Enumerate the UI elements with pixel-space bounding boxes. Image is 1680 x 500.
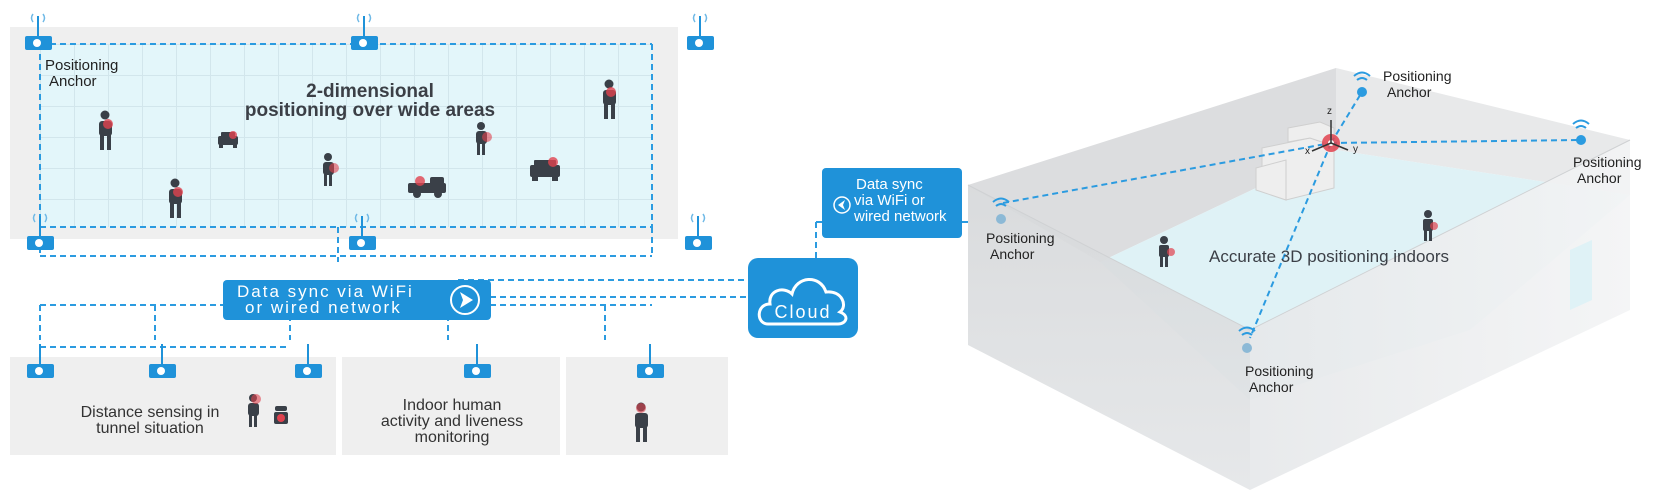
person-icon [323,153,339,186]
arrow-right-circle-icon [450,285,480,315]
anchor-label: Positioning Anchor [45,58,118,90]
anchor-icon [637,344,664,378]
room-title: Accurate 3D positioning indoors [1209,247,1450,266]
sync-line: or wired network [245,298,402,317]
person-icon [635,402,648,442]
anchor-label-line: Positioning [45,57,119,74]
cloud-icon [757,278,848,326]
anchor-label-line: Positioning [986,230,1055,246]
sync-line: via WiFi or [854,192,925,209]
anchor-label-line: Anchor [1577,170,1622,186]
wifi-anchor-icon [992,197,1010,224]
wide-area-title: 2-dimensional positioning over wide area… [220,82,520,120]
caption-line: monitoring [414,429,490,446]
caption-line: Distance sensing in [80,404,220,421]
caption-line: tunnel situation [96,420,204,437]
arrow-left-circle-icon [833,196,851,214]
truck-icon [408,176,446,198]
anchor-label: Positioning Anchor [986,230,1055,262]
anchor-icon [27,213,54,250]
indoor-activity-panel [342,357,560,455]
sync-line: wired network [854,208,947,225]
anchor-label-line: Anchor [49,73,97,90]
person-icon [603,79,616,119]
anchor-label: Positioning Anchor [1245,363,1314,395]
front-wall-left [968,185,1250,490]
front-wall-right [1250,140,1630,490]
anchor-label-line: Positioning [1245,363,1314,379]
person-icon [169,178,183,218]
back-wall-right [1336,68,1630,195]
person-icon [1159,236,1169,267]
anchor-label: Positioning Anchor [1383,68,1452,100]
axis-label-y: y [1353,144,1358,155]
data-sync-button[interactable]: Data sync via WiFi or wired network [223,280,491,320]
person-icon [99,110,113,150]
data-sync-box-right[interactable]: Data sync via WiFi or wired network [822,168,962,238]
person-icon [1423,210,1433,241]
title-line: positioning over wide areas [244,100,496,121]
axis-label-x: x [1305,146,1310,157]
robot-icon [274,406,288,424]
anchor-label-line: Anchor [1249,379,1294,395]
anchor-icon [349,213,376,250]
wifi-anchor-icon [1572,119,1590,145]
anchor-label-line: Anchor [1387,84,1432,100]
person-icon [476,122,492,155]
anchor-label-line: Positioning [1573,154,1642,170]
anchor-icon [687,13,714,50]
positioning-grid [40,44,652,227]
wifi-anchor-icon [1238,326,1256,353]
sync-line: Data sync [856,176,923,193]
car-icon [530,157,560,181]
wifi-anchor-icon [1353,71,1371,97]
anchor-icon [25,13,52,50]
anchor-icon [295,344,322,378]
sync-line: Data sync via WiFi [237,282,414,301]
title-line: 2-dimensional [306,81,434,102]
person-icon [248,394,261,427]
anchor-icon [685,213,712,250]
axis-label-z: z [1327,106,1332,117]
caption-line: Indoor human [402,397,502,414]
cloud-box[interactable]: Cloud [748,258,858,338]
anchor-label-line: Anchor [990,246,1035,262]
anchor-icon [464,344,491,378]
cloud-label: Cloud [774,302,832,322]
indoor-activity-caption: Indoor human activity and liveness monit… [355,398,549,446]
anchor-label-line: Positioning [1383,68,1452,84]
car-icon [218,131,238,148]
caption-line: activity and liveness [380,413,524,430]
anchor-icon [351,13,378,50]
back-wall-left [968,68,1336,262]
anchor-icon [27,344,54,378]
anchor-label: Positioning Anchor [1573,154,1642,186]
tunnel-caption: Distance sensing in tunnel situation [50,405,250,437]
anchor-icon [149,344,176,378]
